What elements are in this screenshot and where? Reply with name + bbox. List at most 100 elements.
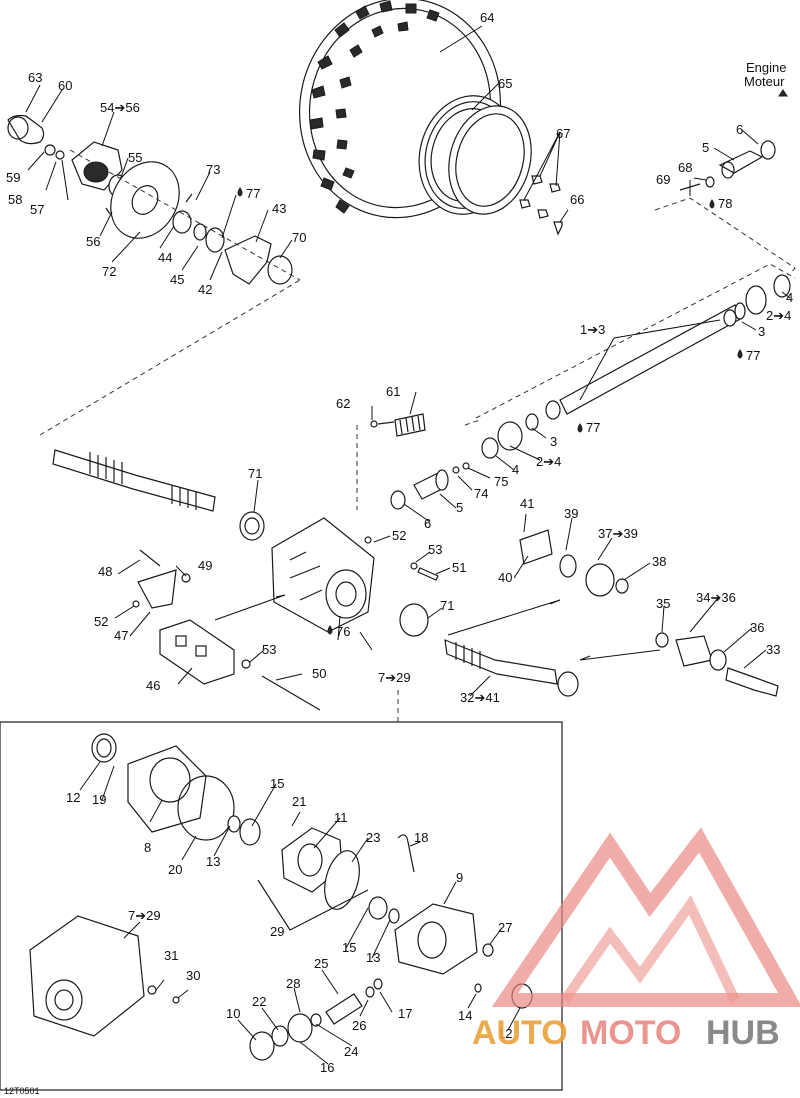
callout-33: 33 xyxy=(766,642,780,657)
callout-17: 17 xyxy=(398,1006,412,1021)
callout-75: 75 xyxy=(494,474,508,489)
callout-13-b: 13 xyxy=(206,854,220,869)
wheel-nuts xyxy=(519,175,563,236)
callout-45: 45 xyxy=(170,272,184,287)
shaft-dashline-b xyxy=(464,419,481,426)
callout-52-a: 52 xyxy=(392,528,406,543)
callout-53-a: 53 xyxy=(428,542,442,557)
right-cv-shaft xyxy=(444,529,779,697)
callout-55: 55 xyxy=(128,150,142,165)
callout-74: 74 xyxy=(474,486,488,501)
callout-46: 46 xyxy=(146,678,160,693)
engine-label-en: Engine xyxy=(746,60,786,75)
callout-47: 47 xyxy=(114,628,128,643)
left-shaft-dashline xyxy=(39,279,301,436)
callout-7-29: 7➔29 xyxy=(378,670,411,685)
callout-39: 39 xyxy=(564,506,578,521)
callout-63: 63 xyxy=(28,70,42,85)
oil-drop-icon xyxy=(709,199,715,209)
callout-14: 14 xyxy=(458,1008,472,1023)
tire-tread-blocks xyxy=(309,0,440,214)
callout-34-36: 34➔36 xyxy=(696,590,736,605)
callout-29: 29 xyxy=(270,924,284,939)
callout-42: 42 xyxy=(198,282,212,297)
callout-70: 70 xyxy=(292,230,306,245)
callout-59: 59 xyxy=(6,170,20,185)
callout-49: 49 xyxy=(198,558,212,573)
callout-56: 56 xyxy=(86,234,100,249)
callout-77-b: 77 xyxy=(746,348,760,363)
callout-73: 73 xyxy=(206,162,220,177)
front-differential xyxy=(271,517,439,633)
callout-60: 60 xyxy=(58,78,72,93)
rim-assembly xyxy=(418,95,532,215)
diagram-code: 12T0501 xyxy=(4,1086,40,1096)
watermark-moto: MOTO xyxy=(580,1014,681,1052)
arrow-diff xyxy=(214,594,286,621)
leader-lines xyxy=(25,25,791,1065)
hub-knuckle-assembly xyxy=(7,114,293,285)
callout-36: 36 xyxy=(750,620,764,635)
engine-coupling xyxy=(679,140,776,191)
seal-71-right xyxy=(399,603,429,637)
callout-2-4-a: 2➔4 xyxy=(766,308,791,323)
oil-drop-icon xyxy=(577,423,583,433)
oil-drop-icons xyxy=(237,187,743,635)
callout-11: 11 xyxy=(334,810,348,825)
engine-dashline xyxy=(654,197,796,275)
callout-28: 28 xyxy=(286,976,300,991)
oil-drop-icon xyxy=(327,625,333,635)
engine-label-fr: Moteur xyxy=(744,74,785,89)
callout-62: 62 xyxy=(336,396,350,411)
callout-labels: 64 65 63 60 54➔56 55 59 58 57 73 77 43 5… xyxy=(6,10,793,1075)
callout-31: 31 xyxy=(164,948,178,963)
callout-77-a: 77 xyxy=(246,186,260,201)
callout-12-a: 12 xyxy=(66,790,80,805)
coupler-assembly xyxy=(390,462,470,510)
callout-8: 8 xyxy=(144,840,151,855)
callout-32-41: 32➔41 xyxy=(460,690,500,705)
callout-6-a: 6 xyxy=(736,122,743,137)
callout-16: 16 xyxy=(320,1060,334,1075)
callout-15-a: 15 xyxy=(270,776,284,791)
diff-housing-assembled xyxy=(29,915,180,1037)
callout-57: 57 xyxy=(30,202,44,217)
callout-50: 50 xyxy=(312,666,326,681)
callout-53-b: 53 xyxy=(262,642,276,657)
breather-assembly xyxy=(370,413,426,437)
left-drive-shaft xyxy=(52,449,265,541)
callout-66: 66 xyxy=(570,192,584,207)
callout-7-29-b: 7➔29 xyxy=(128,908,161,923)
callout-68: 68 xyxy=(678,160,692,175)
callout-4-b: 4 xyxy=(512,462,519,477)
watermark-auto: AUTO xyxy=(472,1014,568,1052)
callout-1-3: 1➔3 xyxy=(580,322,605,337)
callout-69: 69 xyxy=(656,172,670,187)
callout-12-b: 12 xyxy=(498,1026,512,1041)
pinion-assembly xyxy=(249,978,383,1061)
callout-3-a: 3 xyxy=(758,324,765,339)
callout-2-4-b: 2➔4 xyxy=(536,454,561,469)
callout-71-a: 71 xyxy=(248,466,262,481)
callout-35: 35 xyxy=(656,596,670,611)
callout-48: 48 xyxy=(98,564,112,579)
engine-label: Engine Moteur xyxy=(744,60,788,97)
callout-64: 64 xyxy=(480,10,494,25)
callout-30: 30 xyxy=(186,968,200,983)
callout-52-b: 52 xyxy=(94,614,108,629)
callout-78: 78 xyxy=(718,196,732,211)
callout-13-c: 13 xyxy=(366,950,380,965)
callout-20: 20 xyxy=(168,862,182,877)
callout-38: 38 xyxy=(652,554,666,569)
callout-15-b: 15 xyxy=(342,940,356,955)
propeller-shaft xyxy=(481,274,791,459)
callout-6-b: 6 xyxy=(424,516,431,531)
callout-24: 24 xyxy=(344,1044,358,1059)
callout-3-b: 3 xyxy=(550,434,557,449)
callout-44: 44 xyxy=(158,250,172,265)
callout-65: 65 xyxy=(498,76,512,91)
callout-26: 26 xyxy=(352,1018,366,1033)
callout-58: 58 xyxy=(8,192,22,207)
callout-40: 40 xyxy=(498,570,512,585)
